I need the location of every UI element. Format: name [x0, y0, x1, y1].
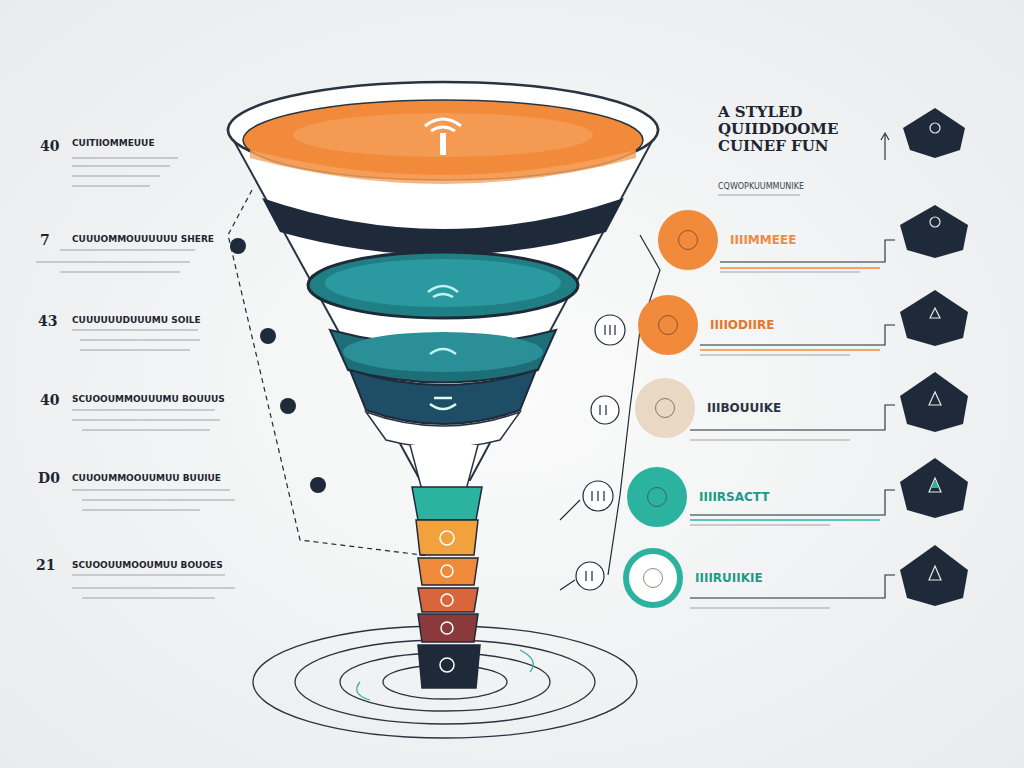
funnel [228, 82, 658, 520]
item-label: CUUOUMMOOUUMUU BUUIUE [72, 473, 221, 483]
callout-circle: IIIIODIIRE [638, 295, 776, 355]
item-label: CUUUOMMOUUUUUU SHERE [72, 234, 214, 244]
leader-lines [690, 133, 895, 608]
callout-number: 40 [40, 392, 59, 408]
circle-badge [623, 548, 683, 608]
callout-circle: IIIIRUIIKIE [623, 548, 765, 608]
badge-glyph [678, 230, 698, 250]
node-label: IIIIMMEEE [728, 233, 798, 247]
callout-number: 7 [40, 232, 50, 248]
shield-icons [900, 108, 968, 606]
circle-badge [635, 378, 695, 438]
callout-number: D0 [38, 470, 60, 486]
callout-circle: IIIIRSACTT [627, 467, 771, 527]
node-label: IIIIODIIRE [708, 318, 776, 332]
circle-badge [627, 467, 687, 527]
callout-circle: IIIIMMEEE [658, 210, 798, 270]
callout-circle: IIIBOUUIKE [635, 378, 783, 438]
badge-glyph [643, 568, 663, 588]
node-label: IIIIRUIIKIE [693, 571, 765, 585]
placeholder-lines [36, 158, 800, 598]
node-label: IIIBOUUIKE [705, 401, 783, 415]
item-label: CUUUUUUDUUUMU SOILE [72, 315, 201, 325]
badge-glyph [658, 315, 678, 335]
callout-number: 40 [40, 138, 59, 154]
base-rings [253, 626, 637, 738]
circle-badge [658, 210, 718, 270]
item-label: CUITIIOMMEUUE [72, 138, 155, 148]
badge-glyph [647, 487, 667, 507]
subtitle: CQWOPKUUMMUNIKE [718, 182, 804, 191]
badge-glyph [655, 398, 675, 418]
item-label: SCUOOUUMOOUMUU BOUOES [72, 560, 223, 570]
item-label: SCUOOUMMOUUUMU BOUUUS [72, 394, 225, 404]
stacked-cups [412, 487, 482, 688]
callout-number: 43 [38, 313, 57, 329]
left-guide [228, 190, 430, 556]
circle-badge [638, 295, 698, 355]
node-label: IIIIRSACTT [697, 490, 771, 504]
callout-number: 21 [36, 557, 55, 573]
diagram-title: A STYLED QUIIDDOOME CUINEF FUN [718, 104, 848, 155]
